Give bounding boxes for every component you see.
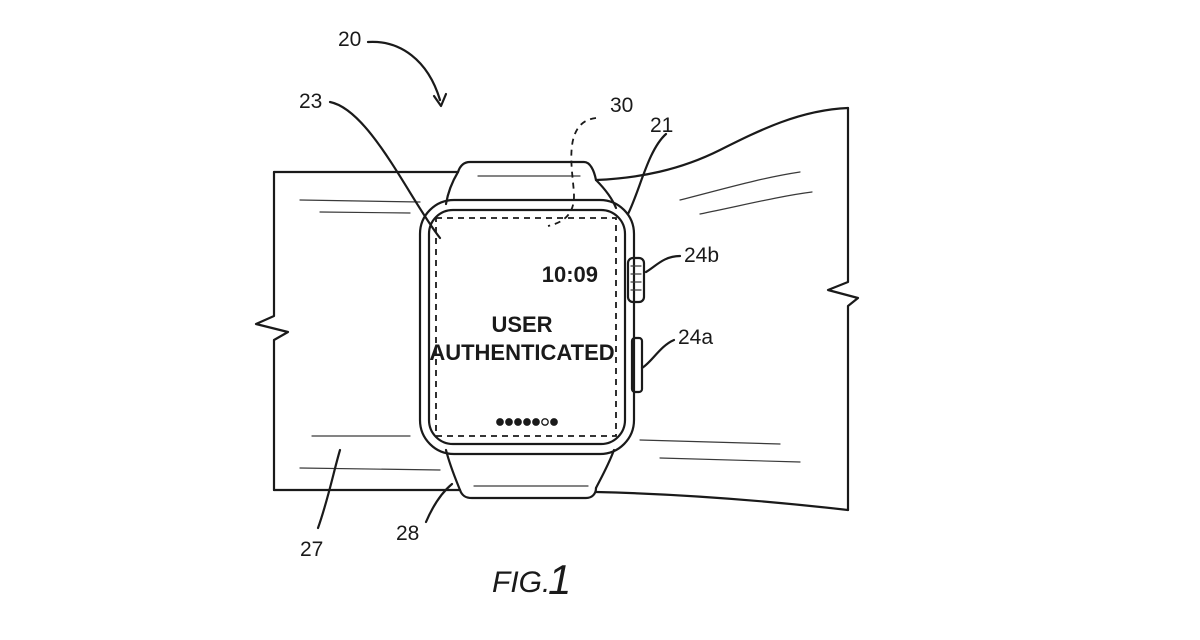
ref-20: 20 (338, 28, 361, 51)
side-button (630, 336, 644, 394)
page-dot (496, 418, 504, 426)
figure-caption-number: 1 (548, 556, 571, 603)
leader-24a (640, 338, 676, 370)
screen-message-line2: AUTHENTICATED (429, 340, 614, 365)
page-dot (541, 418, 549, 426)
page-dot (514, 418, 522, 426)
sensor-region-outline (435, 217, 617, 437)
ref-28: 28 (396, 522, 419, 545)
page-dot (505, 418, 513, 426)
leader-20 (366, 40, 442, 102)
leader-30 (547, 117, 597, 227)
leader-21 (626, 132, 668, 216)
leader-28 (424, 482, 454, 524)
screen-time: 10:09 (542, 262, 598, 287)
leader-lines (316, 40, 682, 530)
ref-21: 21 (650, 114, 673, 137)
figure-caption-prefix: FIG. (492, 566, 550, 599)
ref-23: 23 (299, 90, 322, 113)
ref-30: 30 (610, 94, 633, 117)
page-indicator (496, 418, 558, 426)
page-dot (532, 418, 540, 426)
watch-body (418, 198, 636, 456)
ref-24a: 24a (678, 326, 713, 349)
ref-24b: 24b (684, 244, 719, 267)
page-dot (523, 418, 531, 426)
strap-bottom (444, 448, 616, 500)
wrist-outline (254, 106, 860, 512)
ref-27: 27 (300, 538, 323, 561)
arrowhead-20 (432, 92, 448, 108)
leader-27 (316, 448, 342, 530)
page-dot (550, 418, 558, 426)
screen-message-line1: USER (491, 312, 552, 337)
leader-23 (328, 100, 442, 240)
digital-crown (626, 256, 646, 304)
leader-24b (644, 254, 682, 274)
